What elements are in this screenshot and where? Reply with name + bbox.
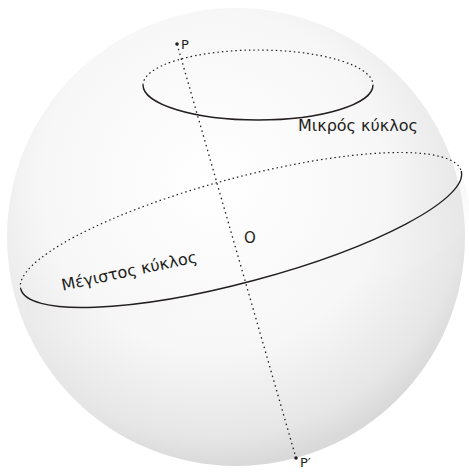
pole-dot xyxy=(294,456,298,460)
small-circle-front xyxy=(143,85,373,120)
pole-dot xyxy=(175,42,179,46)
great-circle-shade xyxy=(21,171,469,388)
point-label: P xyxy=(181,38,189,51)
center-label: O xyxy=(244,231,256,246)
small-circle-back xyxy=(143,50,373,85)
great-circle-front xyxy=(21,171,469,339)
great-circle-back xyxy=(7,121,461,289)
point-label: P′ xyxy=(300,456,311,469)
circle-label: Μικρός κύκλος xyxy=(298,118,418,134)
